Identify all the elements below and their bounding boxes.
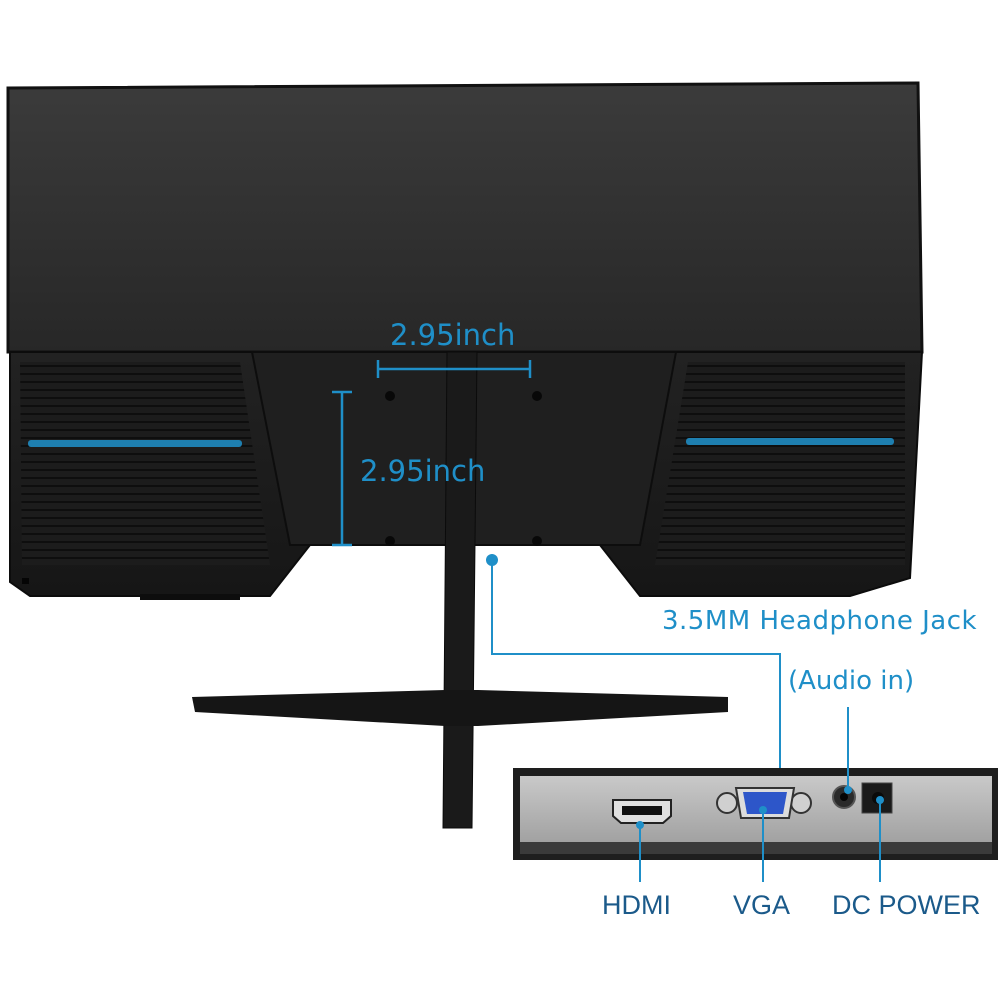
- vesa-hole: [532, 536, 542, 546]
- vesa-hole: [385, 391, 395, 401]
- port-pointer-lines: [636, 707, 884, 882]
- left-light-strip: [28, 440, 242, 447]
- power-button: [22, 578, 29, 584]
- vertical-dimension-line: [332, 390, 352, 547]
- port-panel-inset: [513, 768, 998, 860]
- right-light-strip: [686, 438, 894, 445]
- vesa-hole: [532, 391, 542, 401]
- vga-port: [716, 787, 812, 819]
- vga-label: VGA: [733, 890, 791, 920]
- right-vent-grille: [655, 362, 905, 565]
- monitor-back-panel: [6, 81, 924, 354]
- hdmi-port: [612, 799, 672, 824]
- monitor-stand: [192, 351, 728, 829]
- vesa-hole: [385, 536, 395, 546]
- horizontal-dimension-line: [376, 360, 532, 378]
- hdmi-label: HDMI: [602, 890, 671, 920]
- control-buttons: [140, 594, 240, 600]
- dc-power-label: DC POWER: [832, 890, 981, 920]
- left-vent-grille: [20, 362, 270, 565]
- horizontal-spacing-label: 2.95inch: [390, 318, 516, 352]
- headphone-callout-line: [486, 554, 781, 770]
- vertical-spacing-label: 2.95inch: [360, 454, 486, 488]
- headphone-jack-label: 3.5MM Headphone Jack: [662, 606, 978, 636]
- audio-in-label: (Audio in): [788, 666, 915, 696]
